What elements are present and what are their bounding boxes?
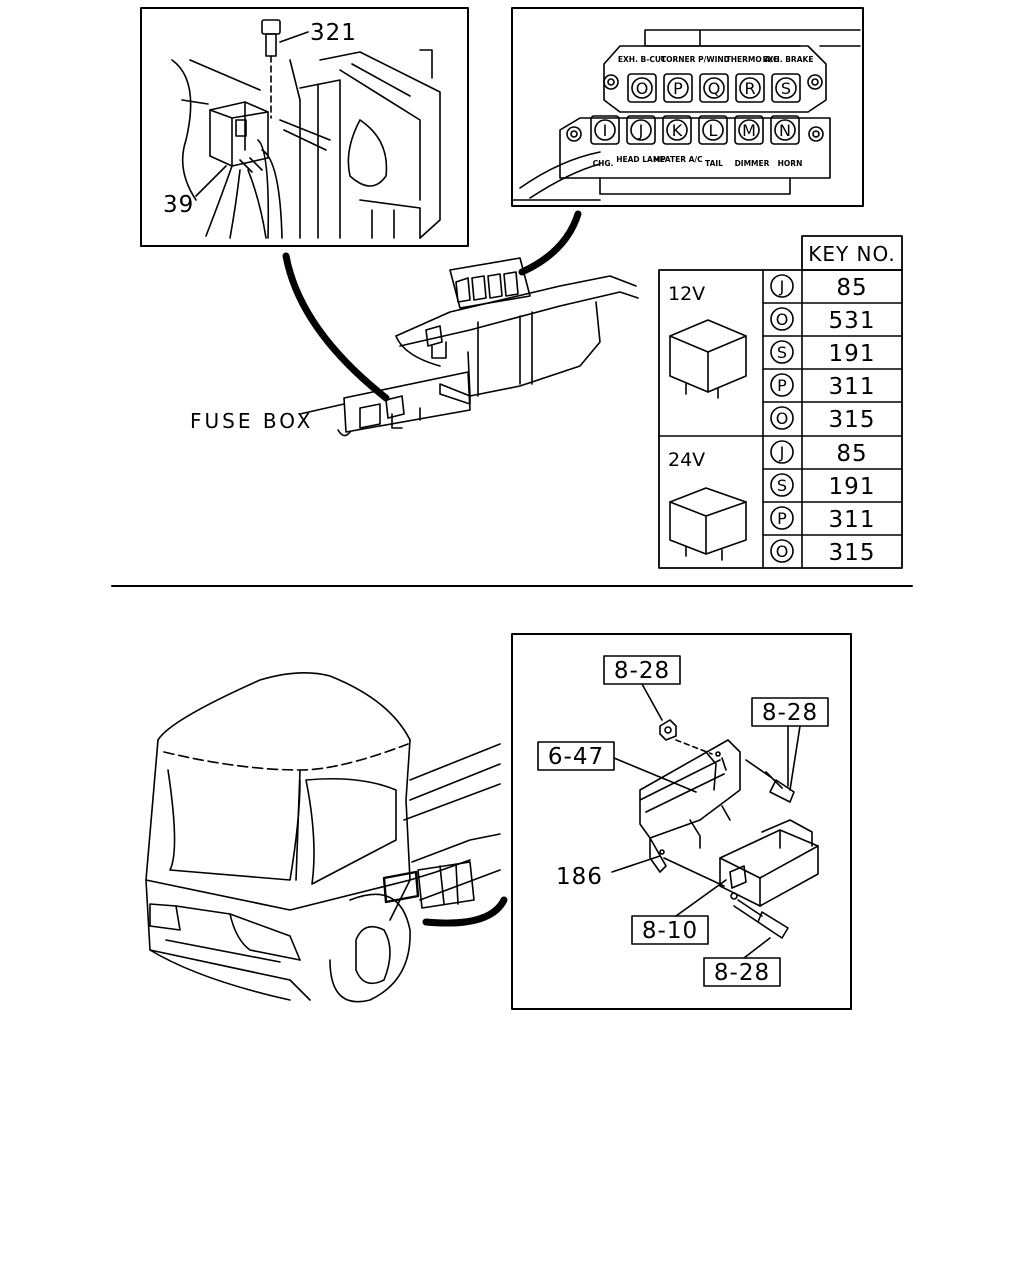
fuse-label: THERMO A/C — [726, 55, 779, 64]
bracket-assembly-inset — [511, 633, 852, 1010]
callout-6-47: 6-47 — [548, 744, 604, 770]
fuse-slots-bottom — [590, 115, 800, 145]
fuse-letter: J — [638, 121, 644, 140]
fuse-slots-top — [627, 73, 801, 103]
bolt-icon — [745, 725, 795, 803]
voltage-24v: 24V — [668, 449, 705, 471]
table-letter: P — [777, 509, 787, 528]
table-letter: O — [776, 310, 789, 329]
key-number: 85 — [836, 441, 867, 467]
truck-cab — [145, 672, 501, 1003]
relay-table — [658, 235, 903, 569]
fuse-box-label: FUSE BOX — [190, 409, 313, 433]
fuse-box-icon — [719, 819, 819, 907]
relay-24v-icon — [669, 487, 747, 561]
fuse-label: EXH. BRAKE — [763, 55, 814, 64]
relay-location-inset — [140, 7, 469, 247]
fuse-label: CHG. — [593, 159, 614, 168]
fuse-label: HEAD LAMP — [616, 155, 666, 164]
bracket-icon — [639, 739, 741, 873]
fuse-label: HORN — [778, 159, 803, 168]
fuse-box-harness — [299, 257, 639, 437]
fuse-letter: Q — [708, 79, 721, 98]
fuse-label: CORNER — [661, 55, 696, 64]
callout-186: 186 — [556, 864, 603, 890]
fuse-letter: K — [672, 121, 683, 140]
fuse-letter: N — [779, 121, 791, 140]
detail-leader — [422, 896, 508, 927]
fuse-label: EXH. B-CUT — [618, 55, 667, 64]
fuse-letter: R — [744, 79, 755, 98]
callout-39: 39 — [163, 192, 194, 218]
key-number: 315 — [829, 407, 876, 433]
fuse-letter: M — [742, 121, 756, 140]
key-number: 311 — [829, 507, 876, 533]
relay-icon — [209, 101, 269, 173]
key-number: 315 — [829, 540, 876, 566]
table-letter: O — [776, 409, 789, 428]
callout-8-10: 8-10 — [642, 918, 698, 944]
voltage-12v: 12V — [668, 283, 705, 305]
table-letter: S — [777, 476, 787, 495]
callout-8-28: 8-28 — [714, 960, 770, 986]
key-number: 191 — [829, 474, 876, 500]
callout-8-28: 8-28 — [762, 700, 818, 726]
bolt-icon — [730, 892, 789, 959]
table-letter: S — [777, 343, 787, 362]
fuse-panel-inset — [511, 7, 864, 207]
key-number: 311 — [829, 374, 876, 400]
table-letter: J — [779, 443, 785, 462]
fuse-letter: S — [781, 79, 791, 98]
key-number: 191 — [829, 341, 876, 367]
fuse-letter: I — [603, 121, 608, 140]
inset-leader — [282, 252, 390, 402]
fuse-letter: P — [673, 79, 683, 98]
fuse-letter: O — [636, 79, 649, 98]
fuse-label: TAIL — [705, 159, 723, 168]
fuse-label: HEATER A/C — [653, 155, 703, 164]
key-number: 85 — [836, 275, 867, 301]
table-letter: J — [779, 277, 785, 296]
callout-8-28: 8-28 — [614, 658, 670, 684]
table-header: KEY NO. — [808, 242, 896, 266]
fuse-letter: L — [709, 121, 718, 140]
table-letter: P — [777, 376, 787, 395]
relay-12v-icon — [669, 319, 747, 399]
fuse-label: DIMMER — [735, 159, 770, 168]
callout-321: 321 — [310, 20, 357, 46]
key-number: 531 — [829, 308, 876, 334]
bolt-icon — [261, 19, 281, 119]
fuse-label: P/WIND — [698, 55, 730, 64]
inset-leader — [518, 210, 582, 276]
nut-icon — [641, 683, 713, 755]
screw-icon — [566, 74, 824, 142]
table-letter: O — [776, 542, 789, 561]
